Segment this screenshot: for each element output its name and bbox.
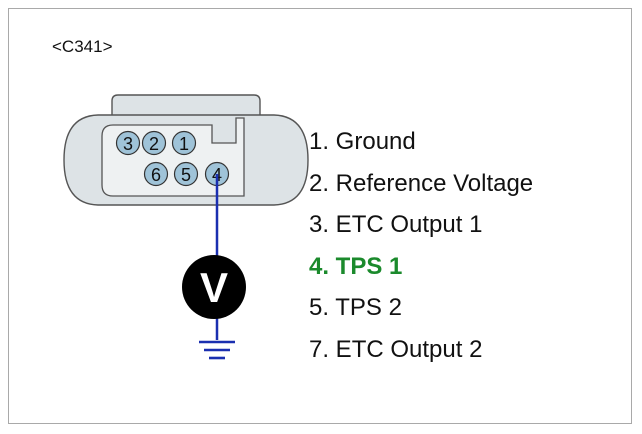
pin-legend-item-highlighted: 4. TPS 1 [309,252,403,280]
connector-id-label: <C341> [52,37,113,56]
svg-text:1: 1 [179,134,189,154]
pin-3: 3 [115,130,141,156]
pin-legend-item: 2. Reference Voltage [309,169,534,197]
pin-5: 5 [173,161,199,187]
svg-text:V: V [200,264,228,311]
pin-legend-item: 5. TPS 2 [309,294,402,321]
pin-legend-item: 7. ETC Output 2 [309,335,483,363]
pin-legend-item: 1. Ground [309,128,416,155]
pin-legend-item: 3. ETC Output 1 [309,211,483,238]
voltmeter-icon: V [182,255,246,319]
pin-6: 6 [143,161,169,187]
diagram-frame [8,8,632,424]
ground-icon [199,340,235,360]
pin-2: 2 [141,130,167,156]
pin-legend: 1. Ground 2. Reference Voltage 3. ETC Ou… [309,124,533,373]
svg-text:5: 5 [181,165,191,185]
connector-pins: 3 2 1 6 5 4 [115,130,230,187]
svg-text:6: 6 [151,165,161,185]
svg-text:2: 2 [149,134,159,154]
pin-1: 1 [171,130,197,156]
svg-text:3: 3 [123,134,133,154]
